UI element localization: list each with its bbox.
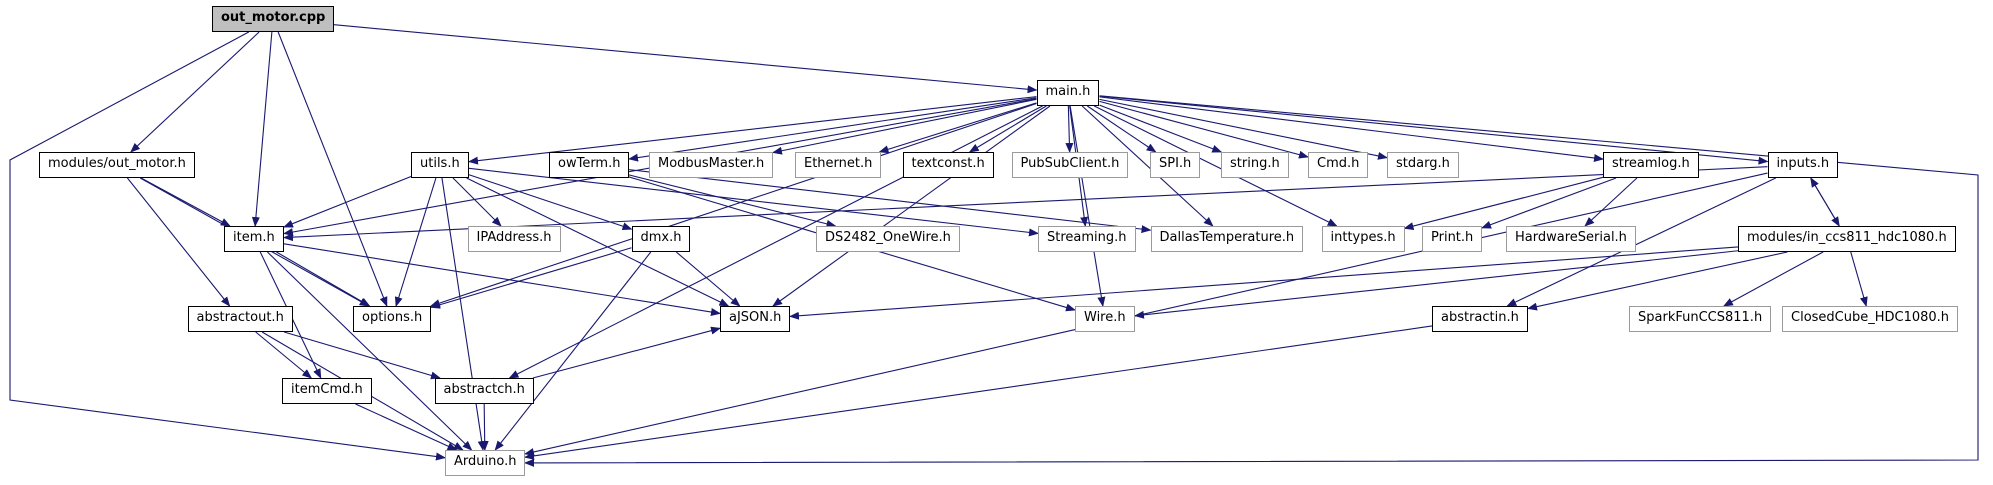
node-owterm-h[interactable]: owTerm.h	[549, 152, 630, 178]
node-itemcmd-h[interactable]: itemCmd.h	[282, 378, 372, 404]
node-streamlog-h[interactable]: streamlog.h	[1603, 152, 1699, 178]
node-ds2482-onewire-h[interactable]: DS2482_OneWire.h	[816, 226, 960, 252]
node-inttypes-h[interactable]: inttypes.h	[1321, 226, 1405, 252]
node-options-h[interactable]: options.h	[353, 306, 432, 332]
node-print-h[interactable]: Print.h	[1422, 226, 1483, 252]
node-string-h[interactable]: string.h	[1221, 152, 1289, 178]
node-stdarg-h[interactable]: stdarg.h	[1387, 152, 1459, 178]
node-abstractout-h[interactable]: abstractout.h	[187, 306, 293, 332]
node-hardwareserial-h[interactable]: HardwareSerial.h	[1506, 226, 1636, 252]
node-dmx-h[interactable]: dmx.h	[631, 226, 691, 252]
node-spi-h[interactable]: SPI.h	[1150, 152, 1201, 178]
node-ajson-h[interactable]: aJSON.h	[720, 306, 791, 332]
node-arduino-h[interactable]: Arduino.h	[445, 450, 526, 476]
node-inputs-h[interactable]: inputs.h	[1767, 152, 1839, 178]
node-abstractin-h[interactable]: abstractin.h	[1432, 306, 1528, 332]
node-item-h[interactable]: item.h	[224, 226, 284, 252]
node-cmd-h[interactable]: Cmd.h	[1308, 152, 1369, 178]
node-ipaddress-h[interactable]: IPAddress.h	[467, 226, 561, 252]
node-sparkfunccs811-h[interactable]: SparkFunCCS811.h	[1629, 306, 1772, 332]
node-modbusmaster-h[interactable]: ModbusMaster.h	[649, 152, 774, 178]
node-out-motor-cpp[interactable]: out_motor.cpp	[212, 6, 335, 32]
node-wire-h[interactable]: Wire.h	[1075, 306, 1135, 332]
node-dallastemperature-h[interactable]: DallasTemperature.h	[1150, 226, 1304, 252]
node-utils-h[interactable]: utils.h	[411, 152, 469, 178]
node-abstractch-h[interactable]: abstractch.h	[434, 378, 534, 404]
node-modules-out-motor-h[interactable]: modules/out_motor.h	[39, 152, 195, 178]
node-pubsubclient-h[interactable]: PubSubClient.h	[1011, 152, 1129, 178]
node-closedcube-hdc1080-h[interactable]: ClosedCube_HDC1080.h	[1782, 306, 1959, 332]
node-main-h[interactable]: main.h	[1036, 80, 1100, 106]
node-streaming-h[interactable]: Streaming.h	[1038, 226, 1136, 252]
node-textconst-h[interactable]: textconst.h	[902, 152, 994, 178]
node-ethernet-h[interactable]: Ethernet.h	[795, 152, 882, 178]
node-modules-in-ccs811-hdc1080-h[interactable]: modules/in_ccs811_hdc1080.h	[1738, 226, 1956, 252]
